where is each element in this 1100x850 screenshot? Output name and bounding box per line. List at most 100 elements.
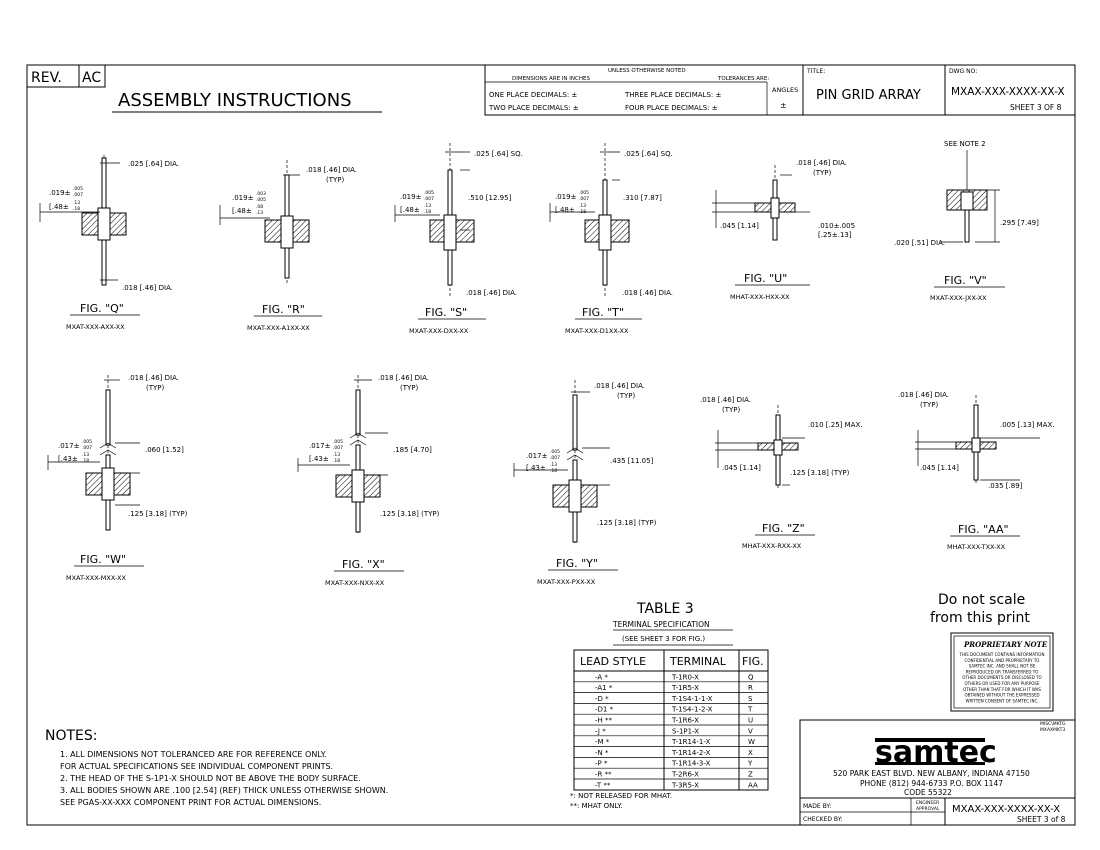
proprietary-line: OTHER THAN THAT FOR WHICH IT WAS: [963, 687, 1041, 692]
fig-v-dim3: .020 [.51] DIA.: [894, 239, 945, 247]
table-cell-lead-style: -D *: [595, 695, 609, 703]
note-2: 2. THE HEAD OF THE S-1P1-X SHOULD NOT BE…: [60, 774, 361, 783]
table-cell-terminal: T-3R5-X: [671, 781, 699, 789]
table-cell-lead-style: -H **: [595, 717, 613, 725]
fig-u-dim4: .010±.005: [818, 222, 855, 230]
fig-t-tol3: .13: [579, 203, 586, 209]
fig-z-dim3: .010 [.25] MAX.: [808, 421, 862, 429]
figure-z: .018 [.46] DIA. (TYP) .010 [.25] MAX. .0…: [700, 396, 862, 550]
dwg-number: MXAX-XXX-XXXX-XX-X: [951, 86, 1065, 98]
figure-t: .025 [.64] SQ. .018 [.46] DIA. .019± [.4…: [549, 143, 673, 335]
fig-v-label: FIG. "V": [944, 274, 987, 287]
fig-w-part: MXAT-XXX-MXX-XX: [66, 574, 126, 582]
tol-two: TWO PLACE DECIMALS: ±: [488, 104, 579, 112]
table-header-terminal: TERMINAL: [669, 655, 727, 668]
fig-y-tol1: .005: [550, 449, 560, 455]
proprietary-line: REPRODUCED OR TRANSFERRED TO: [966, 669, 1039, 674]
fig-s-tol1: .005: [424, 190, 434, 196]
doc-title: ASSEMBLY INSTRUCTIONS: [118, 90, 352, 111]
revision-block: REV. AC: [26, 64, 106, 88]
fig-s-tol3: .13: [424, 203, 431, 209]
fig-q-dim4: [.48±: [49, 203, 69, 211]
note-1a: 1. ALL DIMENSIONS NOT TOLERANCED ARE FOR…: [60, 750, 327, 759]
table-cell-terminal: T-1R14-3-X: [671, 760, 711, 768]
table-cell-lead-style: -P *: [595, 760, 608, 768]
fig-w-dim4: [.43±: [58, 455, 78, 463]
table-cell-fig: V: [748, 727, 753, 735]
fig-y-len2: .125 [3.18] (TYP): [597, 519, 657, 527]
tol-four: FOUR PLACE DECIMALS: ±: [625, 104, 718, 112]
table-title: TABLE 3: [636, 601, 694, 617]
table-note: (SEE SHEET 3 FOR FIG.): [622, 635, 705, 643]
fig-r-dim4: [.48±: [232, 207, 252, 215]
fig-z-part: MHAT-XXX-RXX-XX: [742, 542, 802, 550]
fig-y-len: .435 [11.05]: [610, 457, 654, 465]
fig-aa-dim5: .035 [.89]: [988, 482, 1023, 490]
fig-r-tol2: .005: [256, 197, 266, 203]
fig-t-dim3: .019±: [555, 193, 577, 201]
no-scale-line-2: from this print: [930, 610, 1030, 626]
fig-y-dim1: .018 [.46] DIA.: [594, 382, 645, 390]
table-footnote-1: *: NOT RELEASED FOR MHAT.: [570, 792, 672, 800]
checked-by: CHECKED BY:: [803, 816, 843, 823]
fig-x-len2: .125 [3.18] (TYP): [380, 510, 440, 518]
fig-y-label: FIG. "Y": [556, 557, 598, 570]
samtec-title-block: MISC\MKTG MXAXMKT3 samtec 520 PARK EAST …: [799, 719, 1076, 826]
table-cell-terminal: T-1R6-X: [671, 717, 699, 725]
fig-y-dim3: .017±: [526, 452, 548, 460]
table-cell-lead-style: -T **: [595, 781, 611, 789]
proprietary-line: OTHERS OR USED FOR ANY PURPOSE: [965, 681, 1040, 686]
fig-z-label: FIG. "Z": [762, 522, 805, 535]
fig-z-dim5: .125 [3.18] (TYP): [790, 469, 850, 477]
table-cell-terminal: T-2R6-X: [671, 771, 699, 779]
fig-u-dim5: [.25±.13]: [818, 231, 852, 239]
no-scale-line-1: Do not scale: [938, 592, 1025, 608]
samtec-code: CODE 55322: [904, 788, 952, 797]
table-cell-fig: U: [748, 717, 753, 725]
logo-bar-top: [875, 738, 985, 742]
fig-w-dim3: .017±: [58, 442, 80, 450]
figure-v: SEE NOTE 2 .295 [7.49] .020 [.51] DIA. F…: [894, 140, 1039, 302]
fig-w-len: .060 [1.52]: [145, 446, 184, 454]
fig-q-dim2: .018 [.46] DIA.: [122, 284, 173, 292]
dwg-label: DWG NO:: [949, 68, 977, 75]
notes-block: NOTES: 1. ALL DIMENSIONS NOT TOLERANCED …: [45, 728, 388, 807]
fig-x-len: .185 [4.70]: [393, 446, 432, 454]
tol-one: ONE PLACE DECIMALS: ±: [489, 91, 577, 99]
fig-q-tol1: .005: [73, 186, 83, 192]
fig-s-dim1: .025 [.64] SQ.: [474, 150, 523, 158]
fig-t-label: FIG. "T": [582, 306, 624, 319]
table-cell-fig: T: [747, 706, 753, 714]
figure-y: .018 [.46] DIA. (TYP) .017± [.43± .005 .…: [513, 380, 657, 586]
fig-y-tol3: .13: [550, 462, 557, 468]
note-1b: FOR ACTUAL SPECIFICATIONS SEE INDIVIDUAL…: [60, 762, 333, 771]
fig-x-dim1: .018 [.46] DIA.: [378, 374, 429, 382]
fig-u-part: MHAT-XXX-HXX-XX: [730, 293, 790, 301]
fig-w-tol2: .007: [82, 445, 92, 451]
title-label: TITLE:: [806, 68, 825, 75]
fig-v-dim2: .295 [7.49]: [1000, 219, 1039, 227]
engineer-label: ENGINEER: [916, 800, 939, 806]
tol-angles-val: ±: [780, 101, 787, 110]
tol-tols: TOLERANCES ARE:: [717, 76, 769, 82]
table-header-lead-style: LEAD STYLE: [580, 655, 646, 668]
table-cell-terminal: T-1R14-1-X: [671, 738, 711, 746]
fig-r-dim2: (TYP): [326, 176, 345, 184]
fig-t-tol2: .007: [579, 196, 589, 202]
fig-t-len: .310 [7.87]: [623, 194, 662, 202]
note-3a: 3. ALL BODIES SHOWN ARE .100 [2.54] (REF…: [60, 786, 388, 795]
tol-head: UNLESS OTHERWISE NOTED: [608, 68, 686, 74]
table-cell-fig: R: [748, 684, 753, 692]
proprietary-line: OTHER DOCUMENTS OR DISCLOSED TO: [962, 675, 1041, 680]
figure-u: .018 [.46] DIA. (TYP) .045 [1.14] .010±.…: [712, 159, 855, 301]
fig-x-tol3: .13: [333, 452, 340, 458]
figure-r: .018 [.46] DIA. (TYP) .019± [.48± .003 .…: [219, 160, 357, 332]
fig-q-tol2: .007: [73, 192, 83, 198]
tolerance-block: UNLESS OTHERWISE NOTED DIMENSIONS ARE IN…: [484, 64, 804, 116]
tol-dims: DIMENSIONS ARE IN INCHES: [512, 76, 590, 82]
fig-x-dim2: (TYP): [400, 384, 419, 392]
table-subtitle: TERMINAL SPECIFICATION: [612, 620, 710, 629]
fig-u-dim1: .018 [.46] DIA.: [796, 159, 847, 167]
